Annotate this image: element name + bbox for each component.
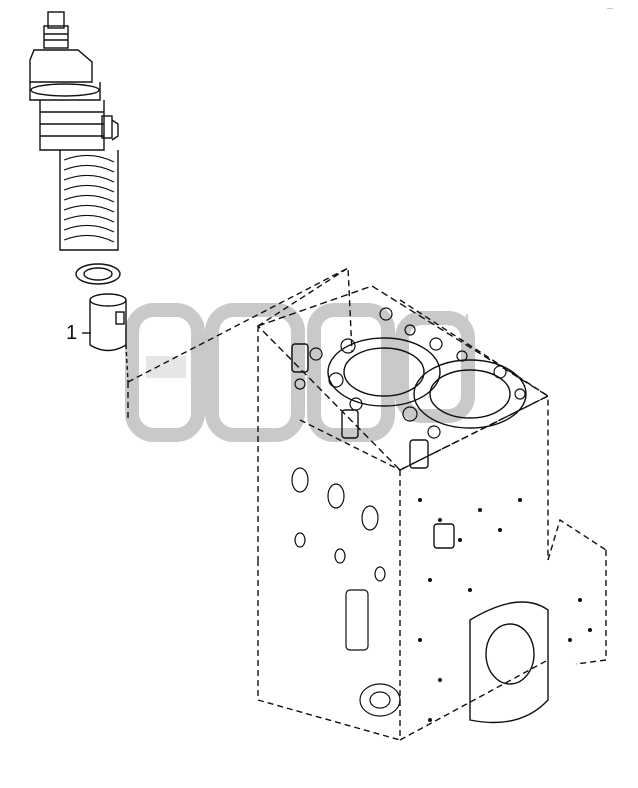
watermark-logo bbox=[125, 303, 475, 442]
watermark-trademark: TM bbox=[444, 311, 471, 330]
injector-assembly bbox=[29, 11, 129, 383]
callout-label-1: 1 bbox=[66, 322, 78, 344]
engine-block bbox=[127, 266, 607, 741]
corner-mark: — bbox=[607, 6, 613, 12]
